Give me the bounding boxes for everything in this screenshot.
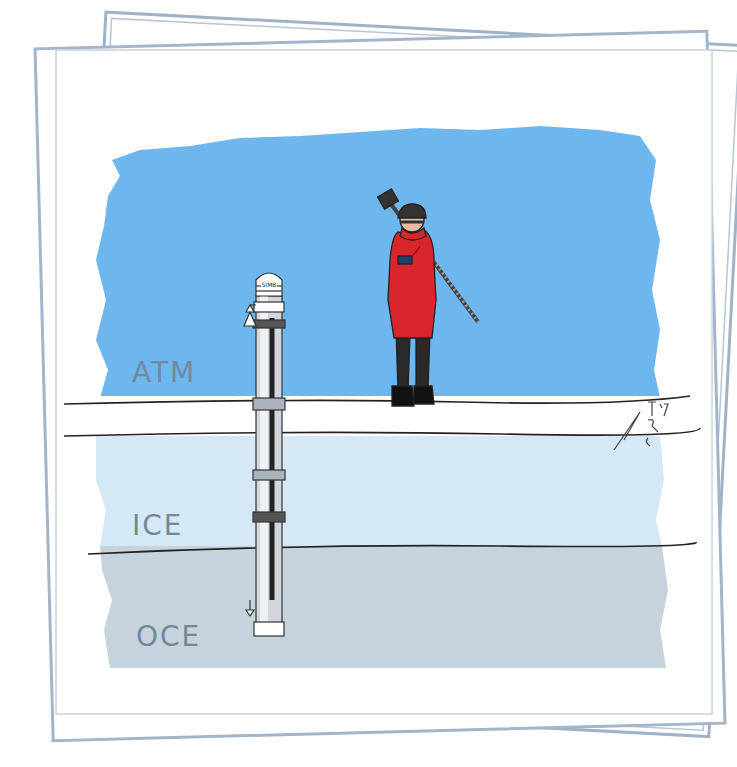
layer-band: ICE — [96, 436, 662, 546]
layer-label: OCE — [136, 620, 201, 653]
ocean — [100, 546, 668, 668]
front-card — [35, 31, 725, 740]
buoy-label: SIMB — [261, 281, 278, 288]
layer-band: ATM — [96, 130, 662, 398]
sky — [96, 126, 660, 398]
layer-label: ATM — [132, 356, 196, 389]
ice — [96, 436, 664, 546]
layer-band: OCE — [100, 546, 666, 668]
layer-lines — [64, 396, 700, 554]
signature — [614, 402, 668, 450]
simb-buoy — [244, 273, 285, 636]
snow — [58, 396, 710, 436]
person-with-auger — [378, 189, 478, 406]
layer-label: ICE — [132, 509, 184, 542]
